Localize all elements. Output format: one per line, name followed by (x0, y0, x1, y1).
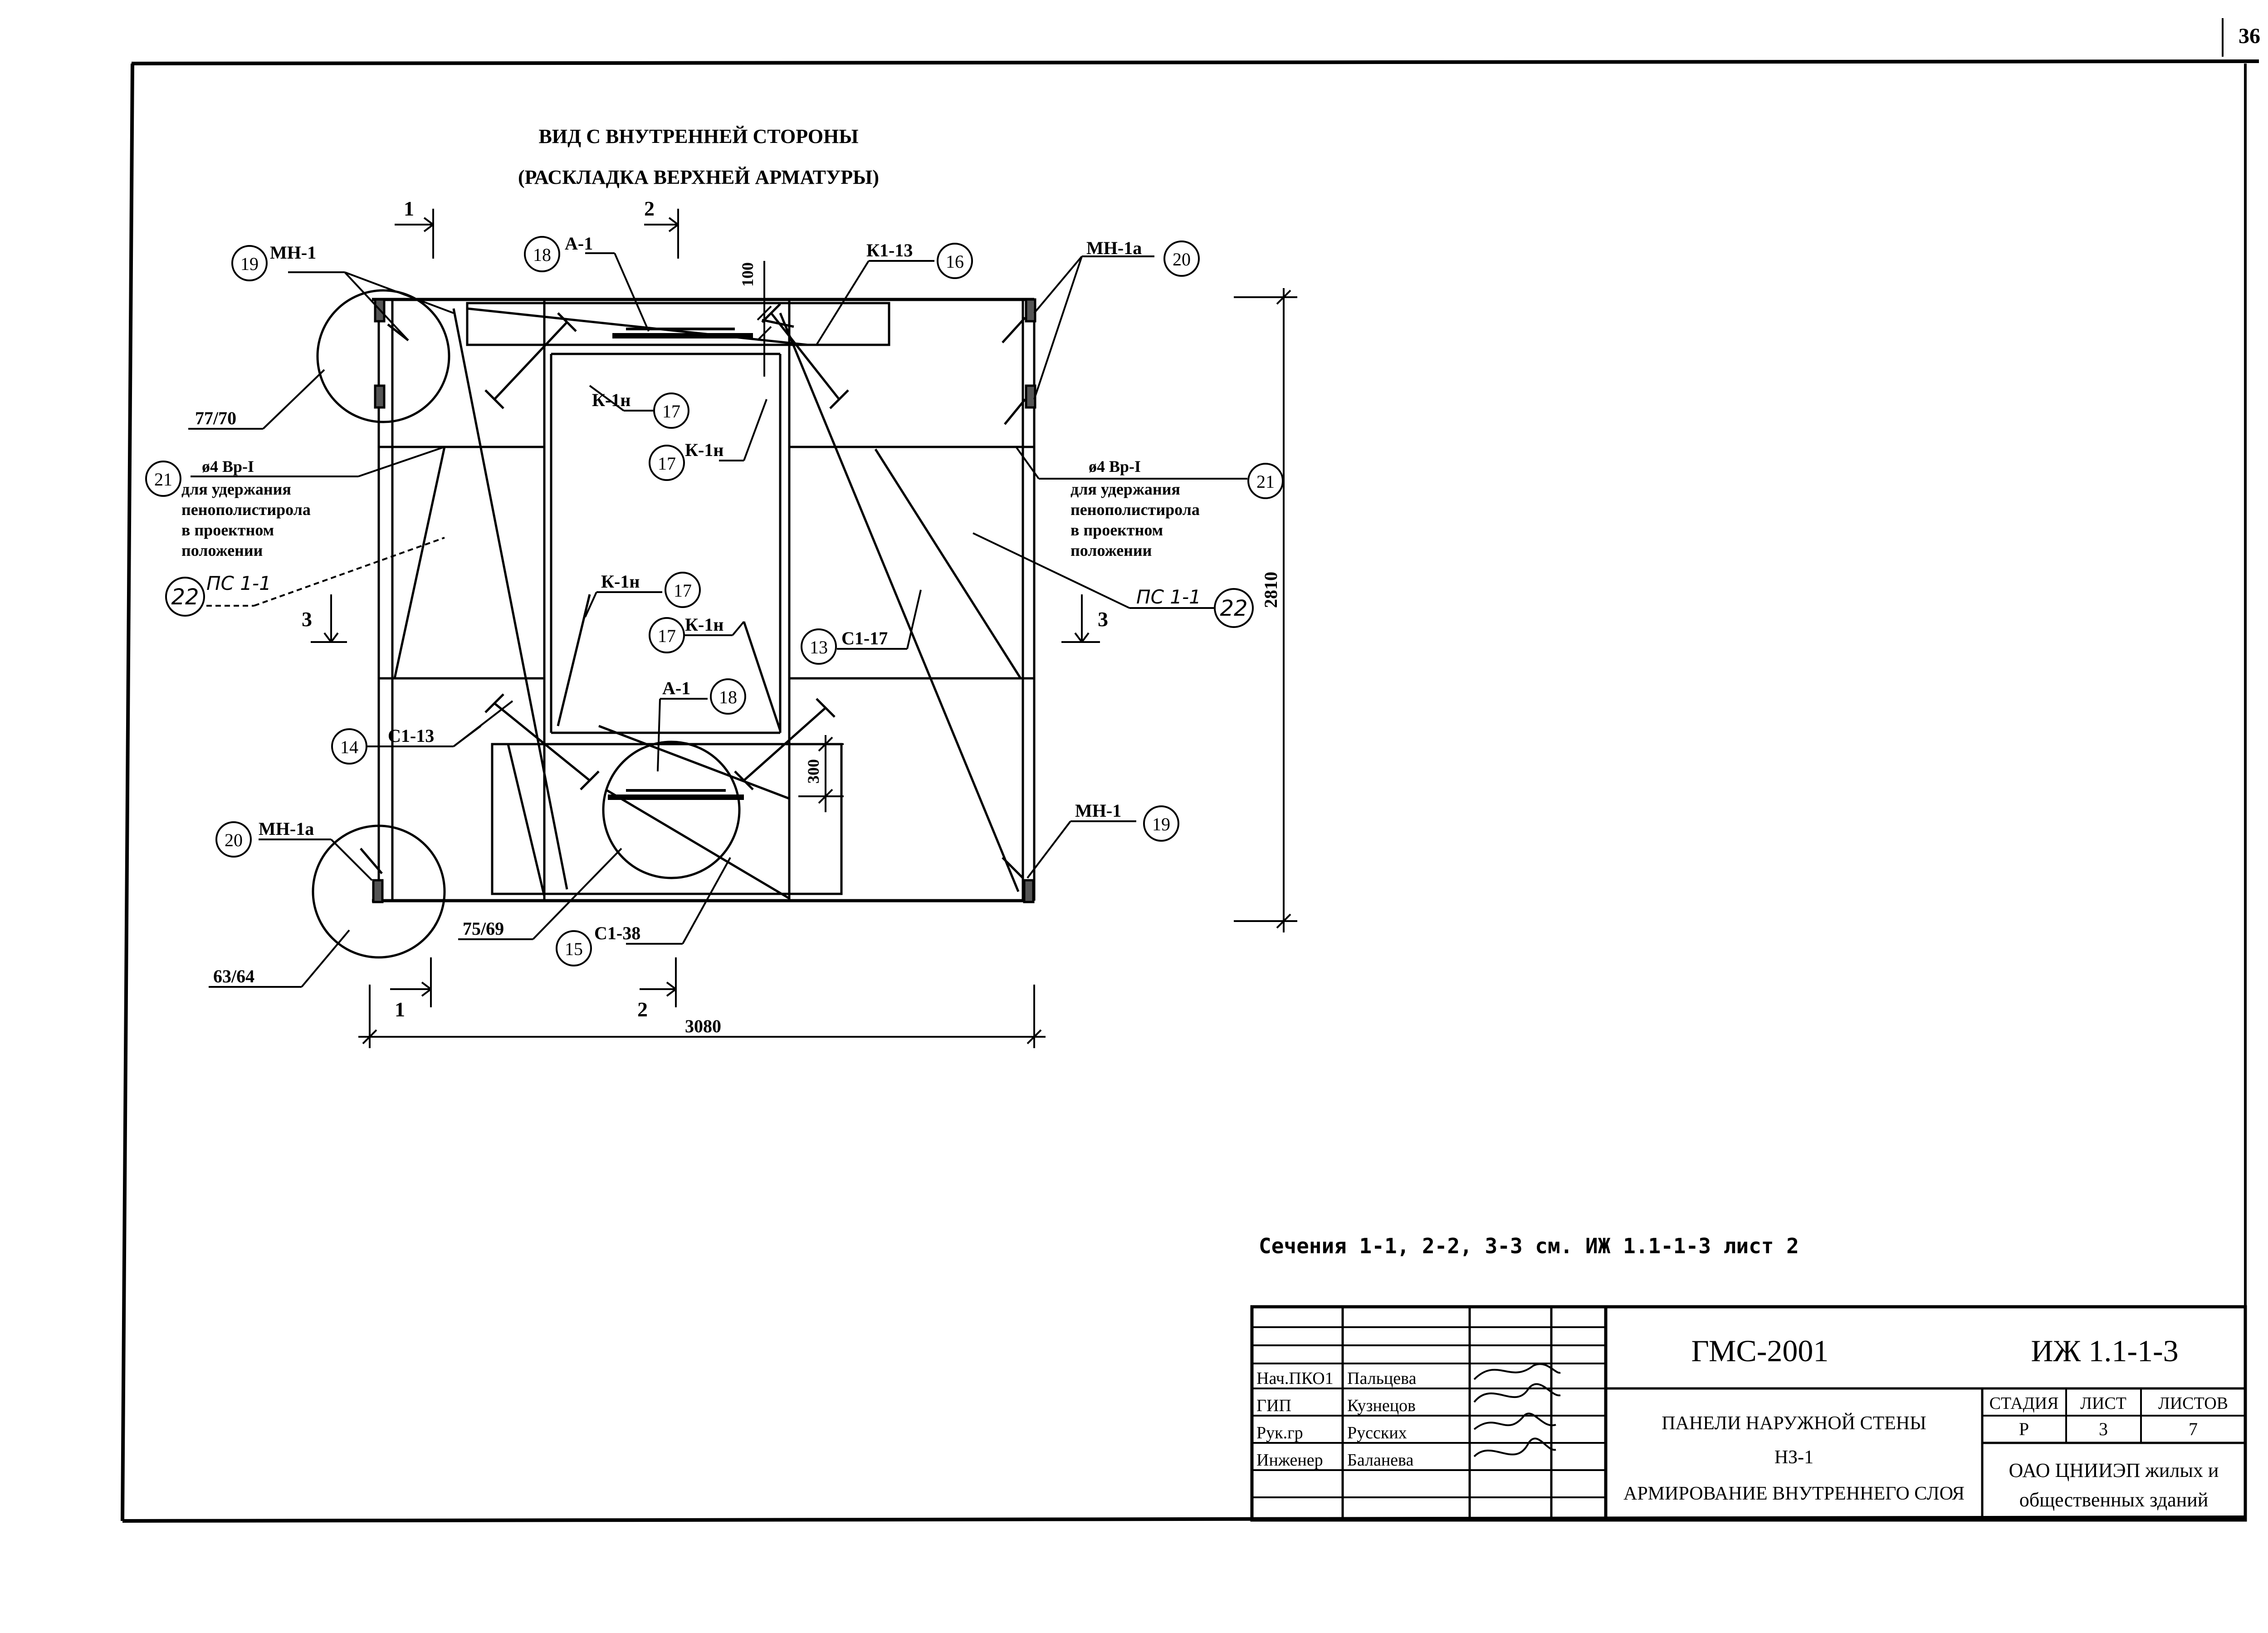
section-1-bottom: 1 (395, 998, 405, 1021)
section-2-top: 2 (644, 197, 655, 220)
label-mn1-bottom: МН-1 (1075, 800, 1121, 821)
label-k1n-d: К-1н (685, 614, 723, 635)
staff-role-3: Инженер (1256, 1451, 1323, 1470)
wire-note-right-5: положении (1070, 541, 1152, 559)
staff-role-0: Нач.ПКО1 (1256, 1369, 1334, 1388)
callout-numbers: 19 18 16 20 17 17 21 21 22 22 17 17 13 1… (154, 245, 1275, 959)
dimension-lines (358, 261, 1297, 1048)
page-number: 36 (2239, 24, 2260, 48)
section-3-left: 3 (302, 608, 312, 631)
label-k1n-b: К-1н (685, 440, 723, 460)
label-k1n-c: К-1н (601, 571, 640, 592)
sheet-value: 3 (2099, 1419, 2108, 1439)
label-c113: С1-13 (388, 726, 434, 746)
staff-role-1: ГИП (1256, 1396, 1291, 1415)
label-a1-top: А-1 (565, 233, 593, 254)
project-title-line1: ПАНЕЛИ НАРУЖНОЙ СТЕНЫ (1662, 1413, 1926, 1434)
doc-code: ИЖ 1.1-1-3 (2031, 1334, 2178, 1368)
wire-note-left-5: положении (181, 541, 263, 559)
title-block (1250, 1305, 2247, 1522)
dimension-100: 100 (738, 262, 757, 287)
view-title-line1: ВИД С ВНУТРЕННЕЙ СТОРОНЫ (538, 125, 858, 147)
callout-21-right: 21 (1256, 471, 1275, 492)
callout-circles (145, 236, 1284, 966)
label-mn1a-bottom: МН-1а (259, 819, 314, 839)
project-title-line3: АРМИРОВАНИЕ ВНУТРЕННЕГО СЛОЯ (1623, 1483, 1965, 1504)
callout-19-top: 19 (240, 254, 259, 274)
callout-18-top: 18 (533, 245, 551, 265)
staff-name-3: Баланева (1347, 1451, 1413, 1470)
element-labels: МН-1 А-1 К1-13 МН-1а 77/70 К-1н К-1н К-1… (195, 233, 1201, 986)
wire-note-right-2: для удержания (1070, 480, 1180, 498)
section-1-top: 1 (404, 197, 414, 220)
label-mn1a-top: МН-1а (1086, 238, 1142, 258)
label-ps11-right: ПС 1-1 (1136, 586, 1201, 608)
section-markers (311, 209, 1100, 1007)
label-ratio-7770: 77/70 (195, 408, 236, 428)
label-c138: С1-38 (594, 923, 640, 943)
callout-15: 15 (565, 939, 583, 959)
callout-16: 16 (946, 251, 964, 272)
sections-note: Сечения 1-1, 2-2, 3-3 см. ИЖ 1.1-1-3 лис… (1259, 1234, 1799, 1258)
dimension-width: 3080 (685, 1016, 721, 1036)
project-title-line2: НЗ-1 (1774, 1447, 1813, 1468)
callout-14: 14 (340, 737, 358, 757)
staff-role-2: Рук.гр (1256, 1423, 1303, 1442)
label-ratio-7569: 75/69 (463, 918, 504, 939)
callout-17-c: 17 (674, 580, 692, 601)
callout-22-right: 22 (1220, 596, 1247, 621)
wire-note-left-4: в проектном (181, 521, 274, 539)
sheets-value: 7 (2189, 1419, 2198, 1439)
sheets-header: ЛИСТОВ (2158, 1394, 2228, 1413)
callout-17-b: 17 (658, 453, 676, 474)
wire-note-left: ø4 Вр-I для удержания пенополистирола в … (181, 457, 311, 559)
org-code: ГМС-2001 (1691, 1334, 1829, 1368)
section-3-right: 3 (1098, 608, 1108, 631)
stage-header: СТАДИЯ (1989, 1394, 2059, 1413)
callout-19-bottom: 19 (1152, 814, 1170, 834)
staff-table: Нач.ПКО1 Пальцева ГИП Кузнецов Рук.гр Ру… (1256, 1369, 1417, 1470)
callout-17-d: 17 (658, 626, 676, 646)
panel-reinforcement-drawing (312, 289, 1036, 959)
staff-name-2: Русских (1347, 1423, 1407, 1442)
section-2-bottom: 2 (637, 998, 648, 1021)
callout-17-a: 17 (662, 401, 680, 422)
wire-note-right-3: пенополистирола (1070, 500, 1200, 519)
stage-value: Р (2019, 1419, 2029, 1439)
label-a1-bottom: А-1 (662, 678, 690, 698)
wire-note-left-1: ø4 Вр-I (202, 457, 254, 476)
sheet-header: ЛИСТ (2080, 1394, 2126, 1413)
dimension-height: 2810 (1261, 572, 1281, 608)
staff-name-1: Кузнецов (1347, 1396, 1416, 1415)
wire-note-left-2: для удержания (181, 480, 291, 498)
label-ratio-6364: 63/64 (213, 966, 254, 986)
company-line2: общественных зданий (2019, 1489, 2209, 1511)
callout-21-left: 21 (154, 469, 172, 490)
label-c117: С1-17 (841, 628, 888, 648)
leader-lines (188, 252, 1247, 988)
callout-20-top: 20 (1173, 249, 1191, 270)
callout-13: 13 (810, 637, 828, 657)
sheet-border (121, 18, 2259, 1523)
wire-note-right-4: в проектном (1070, 521, 1163, 539)
wire-note-left-3: пенополистирола (181, 500, 311, 519)
label-ps11-left: ПС 1-1 (206, 572, 271, 594)
callout-22-left: 22 (171, 584, 199, 610)
view-title-line2: (РАСКЛАДКА ВЕРХНЕЙ АРМАТУРЫ) (518, 166, 879, 188)
staff-name-0: Пальцева (1347, 1369, 1417, 1388)
signatures (1473, 1363, 1561, 1457)
wire-note-right-1: ø4 Вр-I (1089, 457, 1141, 476)
label-mn1-top: МН-1 (270, 242, 316, 263)
company-line1: ОАО ЦНИИЭП жилых и (2009, 1459, 2219, 1481)
wire-note-right: ø4 Вр-I для удержания пенополистирола в … (1070, 457, 1200, 559)
label-k113: К1-13 (866, 240, 913, 260)
callout-20-bottom: 20 (225, 830, 243, 850)
label-k1n-a: К-1н (592, 390, 631, 410)
callout-18-bottom: 18 (719, 687, 737, 707)
dimension-300: 300 (804, 759, 822, 784)
